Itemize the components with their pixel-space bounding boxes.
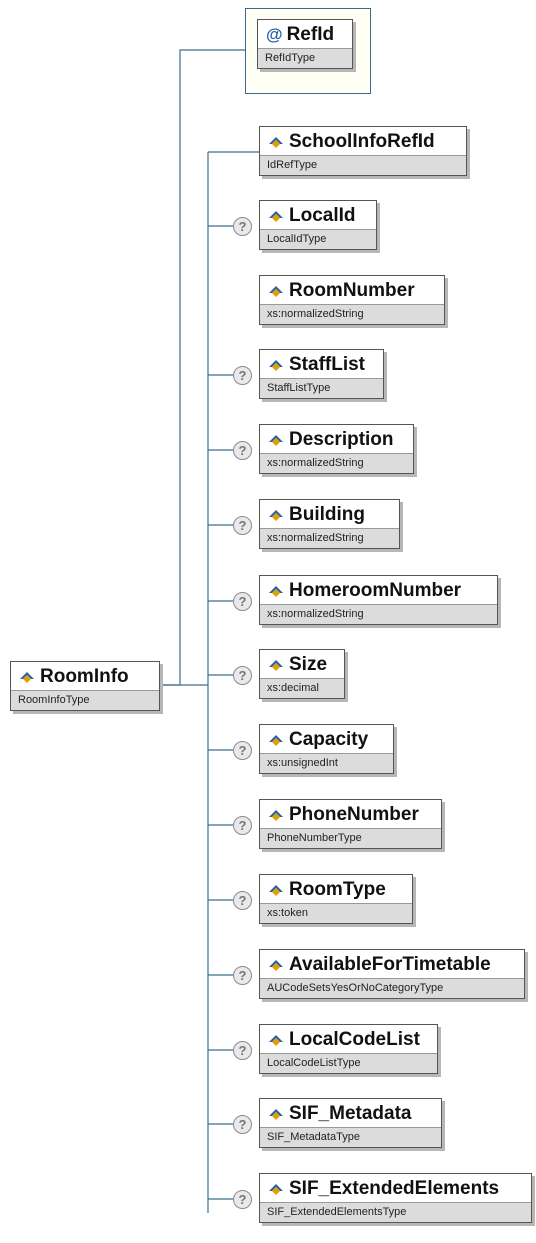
element-icon <box>269 137 283 148</box>
element-type: SIF_MetadataType <box>260 1127 441 1147</box>
element-node[interactable]: Capacity xs:unsignedInt <box>259 724 394 774</box>
attribute-name: RefId <box>286 24 335 45</box>
element-node[interactable]: RoomNumber xs:normalizedString <box>259 275 445 325</box>
optional-icon: ? <box>233 366 252 385</box>
element-type: StaffListType <box>260 378 383 398</box>
element-node[interactable]: Building xs:normalizedString <box>259 499 400 549</box>
element-icon <box>269 1109 283 1120</box>
element-name: Building <box>289 504 365 525</box>
attribute-refid[interactable]: @ RefId RefIdType <box>257 19 353 69</box>
optional-icon: ? <box>233 891 252 910</box>
attribute-type: RefIdType <box>258 48 352 68</box>
root-name: RoomInfo <box>40 666 129 687</box>
element-type: SIF_ExtendedElementsType <box>260 1202 531 1222</box>
element-type: xs:token <box>260 903 412 923</box>
element-type: PhoneNumberType <box>260 828 441 848</box>
element-type: xs:normalizedString <box>260 604 497 624</box>
element-name: AvailableForTimetable <box>289 954 491 975</box>
element-node[interactable]: HomeroomNumber xs:normalizedString <box>259 575 498 625</box>
element-type: xs:decimal <box>260 678 344 698</box>
element-icon <box>269 360 283 371</box>
element-name: Size <box>289 654 328 675</box>
element-name: RoomNumber <box>289 280 415 301</box>
element-name: Description <box>289 429 394 450</box>
element-icon <box>269 885 283 896</box>
root-type: RoomInfoType <box>11 690 159 710</box>
element-type: xs:normalizedString <box>260 304 444 324</box>
root-element[interactable]: RoomInfo RoomInfoType <box>10 661 160 711</box>
element-icon <box>269 211 283 222</box>
optional-icon: ? <box>233 592 252 611</box>
element-name: LocalId <box>289 205 356 226</box>
element-name: LocalCodeList <box>289 1029 420 1050</box>
element-icon <box>269 810 283 821</box>
element-icon <box>269 1184 283 1195</box>
element-icon <box>269 510 283 521</box>
optional-icon: ? <box>233 741 252 760</box>
element-name: SIF_ExtendedElements <box>289 1178 500 1199</box>
attribute-icon: @ <box>266 25 283 44</box>
optional-icon: ? <box>233 1190 252 1209</box>
element-node[interactable]: RoomType xs:token <box>259 874 413 924</box>
optional-icon: ? <box>233 441 252 460</box>
element-type: LocalCodeListType <box>260 1053 437 1073</box>
element-type: AUCodeSetsYesOrNoCategoryType <box>260 978 524 998</box>
element-icon <box>269 1035 283 1046</box>
element-icon <box>269 660 283 671</box>
element-name: PhoneNumber <box>289 804 419 825</box>
element-name: RoomType <box>289 879 386 900</box>
element-icon <box>20 672 34 683</box>
element-icon <box>269 735 283 746</box>
optional-icon: ? <box>233 816 252 835</box>
attributes-group: @ RefId RefIdType <box>245 8 371 94</box>
element-icon <box>269 960 283 971</box>
element-type: xs:normalizedString <box>260 528 399 548</box>
element-type: IdRefType <box>260 155 466 175</box>
optional-icon: ? <box>233 966 252 985</box>
element-type: xs:normalizedString <box>260 453 413 473</box>
optional-icon: ? <box>233 217 252 236</box>
optional-icon: ? <box>233 1115 252 1134</box>
element-icon <box>269 586 283 597</box>
element-name: HomeroomNumber <box>289 580 462 601</box>
element-name: Capacity <box>289 729 369 750</box>
element-name: SIF_Metadata <box>289 1103 412 1124</box>
element-icon <box>269 435 283 446</box>
optional-icon: ? <box>233 1041 252 1060</box>
element-type: LocalIdType <box>260 229 376 249</box>
element-name: SchoolInfoRefId <box>289 131 435 152</box>
optional-icon: ? <box>233 516 252 535</box>
element-name: StaffList <box>289 354 365 375</box>
optional-icon: ? <box>233 666 252 685</box>
element-node[interactable]: Size xs:decimal <box>259 649 345 699</box>
element-node[interactable]: Description xs:normalizedString <box>259 424 414 474</box>
element-icon <box>269 286 283 297</box>
element-type: xs:unsignedInt <box>260 753 393 773</box>
